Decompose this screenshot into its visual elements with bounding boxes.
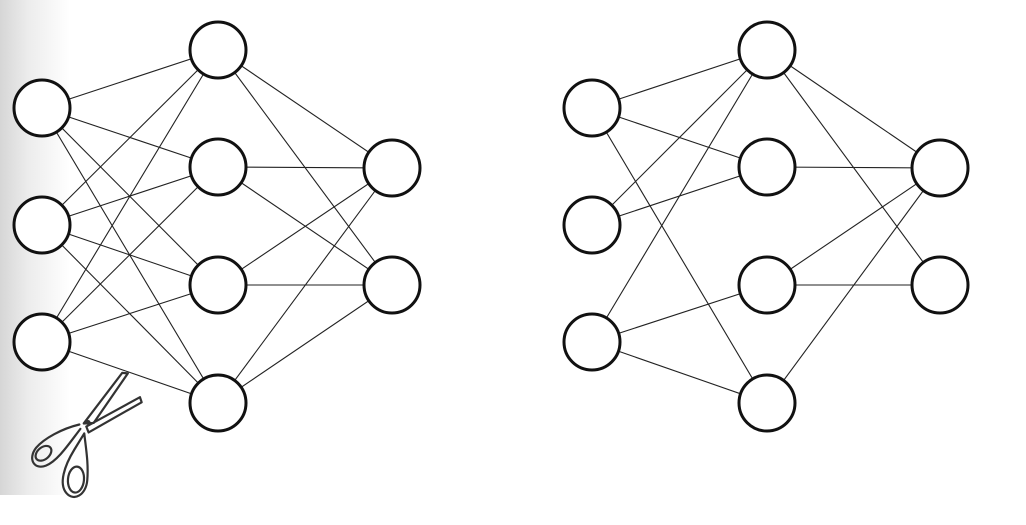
full-network-connection-input1-hidden0 [41,49,219,226]
pruned-network-input-neuron-1 [562,78,622,138]
scissors-icon [31,371,143,498]
full-network-hidden-neuron-4 [188,373,248,433]
full-network-hidden-neuron-2 [188,137,248,197]
scissors-blade-lower [85,396,143,434]
full-network-connections [41,49,393,404]
full-network-connection-hidden0-output0 [217,49,393,169]
scissors-finger-hole-large [66,465,86,494]
pruned-network-hidden-neuron-3 [737,255,797,315]
full-network-connection-hidden2-output0 [217,167,393,286]
pruned-network-input-neuron-3 [562,312,622,372]
pruned-network-connection-hidden3-output0 [766,167,941,404]
pruned-network-hidden-neuron-4 [737,373,797,433]
pruned-network-connection-input2-hidden2 [591,284,768,343]
pruned-network-connection-input0-hidden0 [591,49,768,109]
pruned-network-connection-hidden0-output0 [766,49,941,169]
pruned-network-connection-input2-hidden0 [591,49,768,343]
full-network-neurons [12,20,422,433]
pruned-network-connection-hidden2-output0 [766,167,941,286]
pruned-network-hidden-neuron-1 [737,20,797,80]
pruned-network-input-neuron-2 [562,195,622,255]
pruned-network [562,20,970,433]
pruned-network-output-neuron-1 [910,138,970,198]
pruned-network-connection-input2-hidden3 [591,341,768,404]
pruned-network-hidden-neuron-2 [737,137,797,197]
scissors-handle-small [31,423,82,468]
full-network-input-neuron-1 [12,78,72,138]
pruned-network-connection-input0-hidden3 [591,107,768,404]
full-network-output-neuron-2 [362,255,422,315]
pruned-network-output-neuron-2 [910,255,970,315]
full-network-hidden-neuron-3 [188,255,248,315]
scissors-handle-large [61,432,89,498]
full-network-connection-input2-hidden1 [41,166,219,343]
full-network-input-neuron-3 [12,312,72,372]
scissors-blade-upper [82,371,129,425]
scissors-pivot [85,419,91,425]
full-network-connection-input0-hidden0 [41,49,219,109]
full-network-connection-input2-hidden0 [41,49,219,343]
full-network-connection-hidden3-output1 [217,284,393,404]
pruned-network-neurons [562,20,970,433]
pruned-network-connection-input1-hidden0 [591,49,768,226]
full-network-hidden-neuron-1 [188,20,248,80]
full-network-connection-input2-hidden2 [41,284,219,343]
pruned-network-connections [591,49,941,404]
full-network-connection-input2-hidden3 [41,341,219,404]
full-network-connection-hidden3-output0 [217,167,393,404]
full-network [12,20,422,433]
scissors-finger-hole-small [34,444,53,462]
full-network-input-neuron-2 [12,195,72,255]
full-network-output-neuron-1 [362,138,422,198]
